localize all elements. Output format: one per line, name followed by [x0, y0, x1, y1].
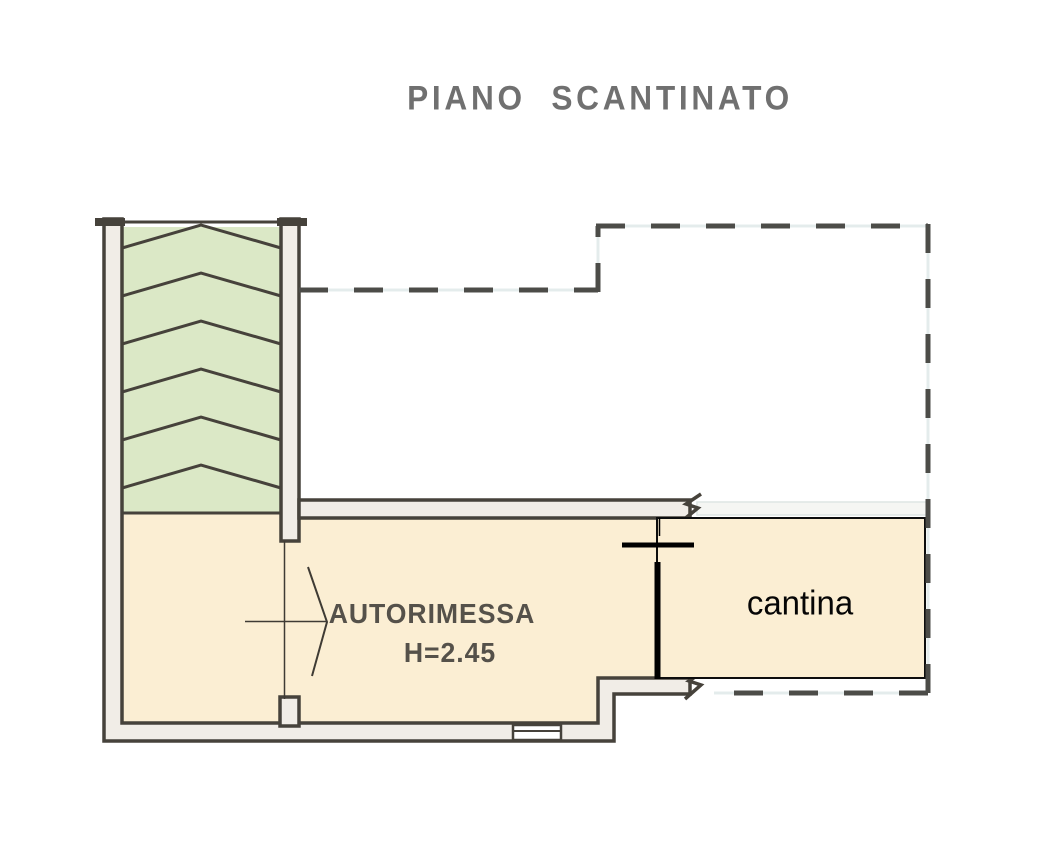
cantina-room: [656, 517, 926, 679]
ramp-right-wall: [279, 217, 301, 543]
garage-door-jamb: [278, 695, 301, 728]
window-symbol: [511, 723, 563, 742]
page-title: PIANO SCANTINATO: [407, 79, 793, 118]
dashed-boundary: [299, 223, 931, 696]
autorimessa-height-note: H=2.45: [403, 637, 497, 668]
faint-wall-continuation: [696, 501, 929, 516]
ramp-area: [121, 223, 282, 515]
wall-cap-left: [95, 218, 125, 226]
autorimessa-label: AUTORIMESSA: [328, 598, 536, 629]
ramp-chevrons: [121, 223, 282, 490]
wall-cap-right: [277, 218, 307, 226]
garage-door-symbol: [245, 541, 329, 699]
cantina-door-symbol: [622, 518, 694, 679]
cantina-label: cantina: [746, 584, 854, 623]
break-mark-top: [680, 492, 702, 523]
garage-top-wall: [297, 498, 692, 520]
